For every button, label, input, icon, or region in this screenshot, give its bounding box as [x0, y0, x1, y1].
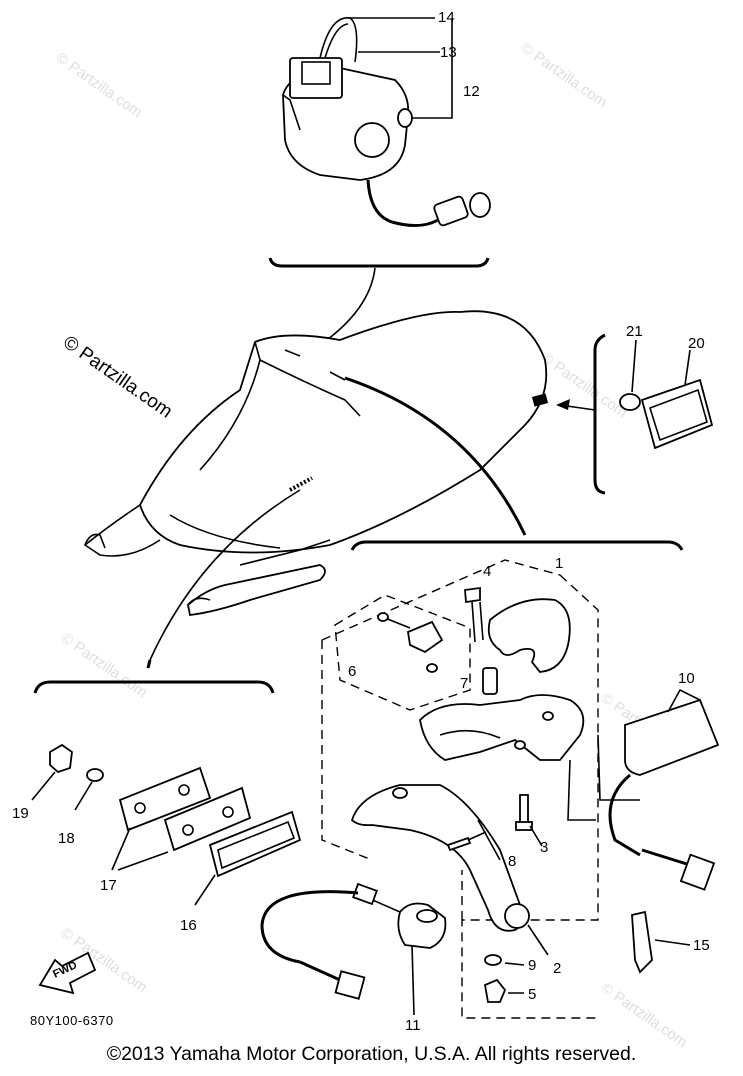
callout-18: 18 [58, 830, 75, 847]
arrow-head [556, 399, 570, 410]
watermark: © Partzilla.com [518, 39, 611, 111]
cable-tie-part [631, 910, 653, 974]
callout-2: 2 [553, 960, 561, 977]
bolt-part [519, 794, 529, 826]
callout-3: 3 [540, 839, 548, 856]
callout-7: 7 [460, 675, 468, 692]
callout-17: 17 [100, 877, 117, 894]
callout-15: 15 [693, 937, 710, 954]
group-bracket [350, 540, 684, 551]
watermark: © Partzilla.com [58, 629, 151, 701]
reflector-group: 21 20 [593, 323, 714, 495]
screw-part [446, 836, 472, 852]
callout-8: 8 [508, 853, 516, 870]
cover-part [487, 598, 571, 673]
forward-arrow-icon: FWD [38, 951, 97, 995]
sensor-group: 11 [260, 882, 447, 1034]
callout-12: 12 [463, 83, 480, 100]
callout-16: 16 [180, 917, 197, 934]
diagram-code: 80Y100-6370 [30, 1013, 114, 1028]
plate-part [118, 766, 212, 832]
callout-20: 20 [688, 335, 705, 352]
callout-11: 11 [405, 1017, 421, 1034]
wire-harness [146, 659, 152, 669]
group-bracket [33, 680, 275, 694]
snowmobile-hood [83, 310, 549, 616]
callout-9: 9 [528, 957, 536, 974]
watermark: © Partzilla.com [538, 349, 631, 421]
watermark-main: © Partzilla.com [59, 332, 176, 423]
wire-harness [344, 376, 527, 536]
washer-part [484, 954, 502, 966]
callout-14: 14 [438, 9, 455, 26]
callout-13: 13 [440, 44, 457, 61]
switch-part [407, 620, 444, 654]
callout-5: 5 [528, 986, 536, 1003]
callout-10: 10 [678, 670, 695, 687]
watermark: © Partzilla.com [598, 979, 691, 1051]
callout-1: 1 [555, 555, 563, 572]
copyright-text: ©2013 Yamaha Motor Corporation, U.S.A. A… [106, 1043, 637, 1065]
leader-arrow [149, 489, 301, 661]
lever-bracket [419, 694, 585, 761]
pin-part [482, 667, 498, 695]
washer-part [86, 768, 104, 782]
lever-part [350, 784, 523, 932]
subassembly-outline [334, 594, 471, 711]
nut-part [49, 743, 73, 774]
reflector-part [208, 810, 302, 878]
callout-19: 19 [12, 805, 29, 822]
nut-part [483, 978, 507, 1003]
callout-21: 21 [626, 323, 643, 340]
bolt-part [464, 586, 481, 604]
callout-4: 4 [483, 563, 491, 580]
connector-group: 10 [567, 670, 720, 891]
gauge-assembly: 14 13 12 [268, 9, 491, 268]
watermark: © Partzilla.com [53, 49, 146, 121]
callout-6: 6 [348, 663, 356, 680]
